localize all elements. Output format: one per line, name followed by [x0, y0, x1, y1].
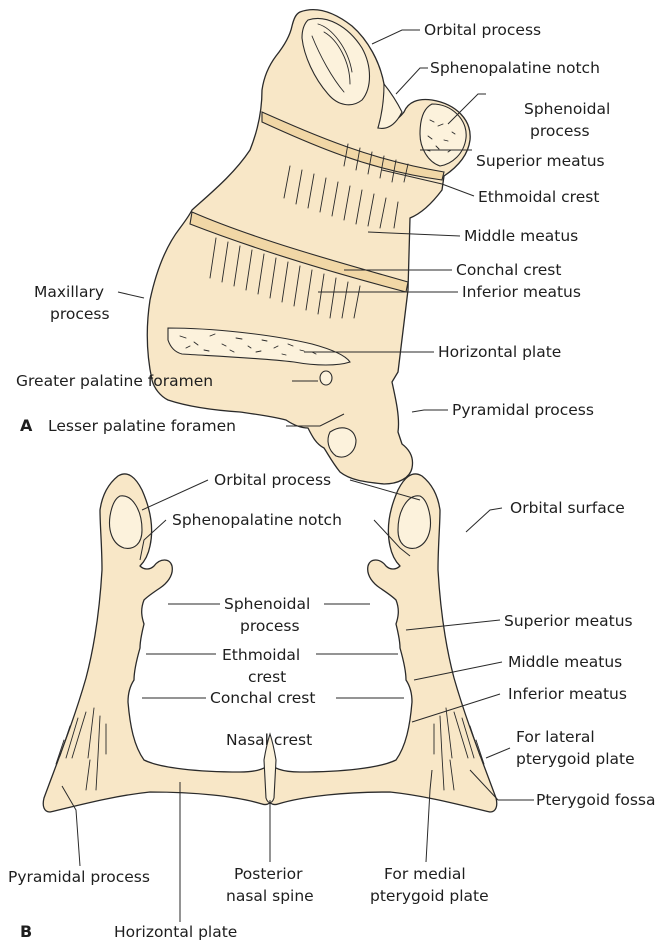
label-a-ethmoidal-crest: Ethmoidal crest — [478, 188, 599, 206]
label-b-pterygoid-fossa: Pterygoid fossa — [536, 791, 656, 809]
label-a-conchal-crest: Conchal crest — [456, 261, 561, 279]
leader-b-lateral-pterygoid — [486, 748, 510, 758]
label-a-superior-meatus: Superior meatus — [476, 152, 605, 170]
label-b-posterior-nasal-spine-2: nasal spine — [226, 887, 314, 905]
label-a-pyramidal-process: Pyramidal process — [452, 401, 594, 419]
label-b-sphenopalatine-notch: Sphenopalatine notch — [172, 511, 342, 529]
leader-a-pyramidal-process — [412, 410, 448, 412]
label-b-superior-meatus: Superior meatus — [504, 612, 633, 630]
label-b-conchal-crest: Conchal crest — [210, 689, 315, 707]
label-a-sphenoidal-process-1: Sphenoidal — [524, 100, 610, 118]
label-b-posterior-nasal-spine-1: Posterior — [234, 865, 303, 883]
label-b-nasal-crest: Nasal crest — [226, 731, 312, 749]
label-a-lesser-palatine-foramen: Lesser palatine foramen — [48, 417, 236, 435]
label-a-horizontal-plate: Horizontal plate — [438, 343, 561, 361]
label-b-inferior-meatus: Inferior meatus — [508, 685, 627, 703]
label-b-lateral-pterygoid-1: For lateral — [516, 728, 595, 746]
label-b-orbital-process: Orbital process — [214, 471, 331, 489]
label-b-lateral-pterygoid-2: pterygoid plate — [516, 750, 635, 768]
label-b-orbital-surface: Orbital surface — [510, 499, 625, 517]
label-b-middle-meatus: Middle meatus — [508, 653, 622, 671]
label-a-inferior-meatus: Inferior meatus — [462, 283, 581, 301]
label-a-maxillary-process-2: process — [50, 305, 110, 323]
leader-a-maxillary-process — [118, 292, 144, 298]
panel-a-letter: A — [20, 416, 33, 435]
pyramidal-process-a — [328, 428, 356, 457]
greater-palatine-foramen-a — [320, 371, 332, 385]
panel-b-letter: B — [20, 922, 32, 941]
label-a-middle-meatus: Middle meatus — [464, 227, 578, 245]
label-b-sphenoidal-process-2: process — [240, 617, 300, 635]
label-a-sphenopalatine-notch: Sphenopalatine notch — [430, 59, 600, 77]
label-b-sphenoidal-process-1: Sphenoidal — [224, 595, 310, 613]
perpendicular-plate-a — [147, 10, 470, 484]
label-a-orbital-process: Orbital process — [424, 21, 541, 39]
label-b-medial-pterygoid-2: pterygoid plate — [370, 887, 489, 905]
leader-b-orbital-process-left — [142, 480, 208, 510]
label-a-maxillary-process-1: Maxillary — [34, 283, 104, 301]
leader-a-sphenopalatine-notch — [396, 68, 428, 94]
panel-a-illustration — [147, 10, 470, 484]
label-b-ethmoidal-crest-2: crest — [248, 668, 286, 686]
label-a-sphenoidal-process-2: process — [530, 122, 590, 140]
label-b-pyramidal-process: Pyramidal process — [8, 868, 150, 886]
leader-a-orbital-process — [372, 30, 420, 44]
label-b-medial-pterygoid-1: For medial — [384, 865, 466, 883]
label-a-greater-palatine-foramen: Greater palatine foramen — [16, 372, 213, 390]
label-b-horizontal-plate: Horizontal plate — [114, 923, 237, 941]
leader-b-orbital-surface — [466, 508, 502, 532]
label-b-ethmoidal-crest-1: Ethmoidal — [222, 646, 300, 664]
